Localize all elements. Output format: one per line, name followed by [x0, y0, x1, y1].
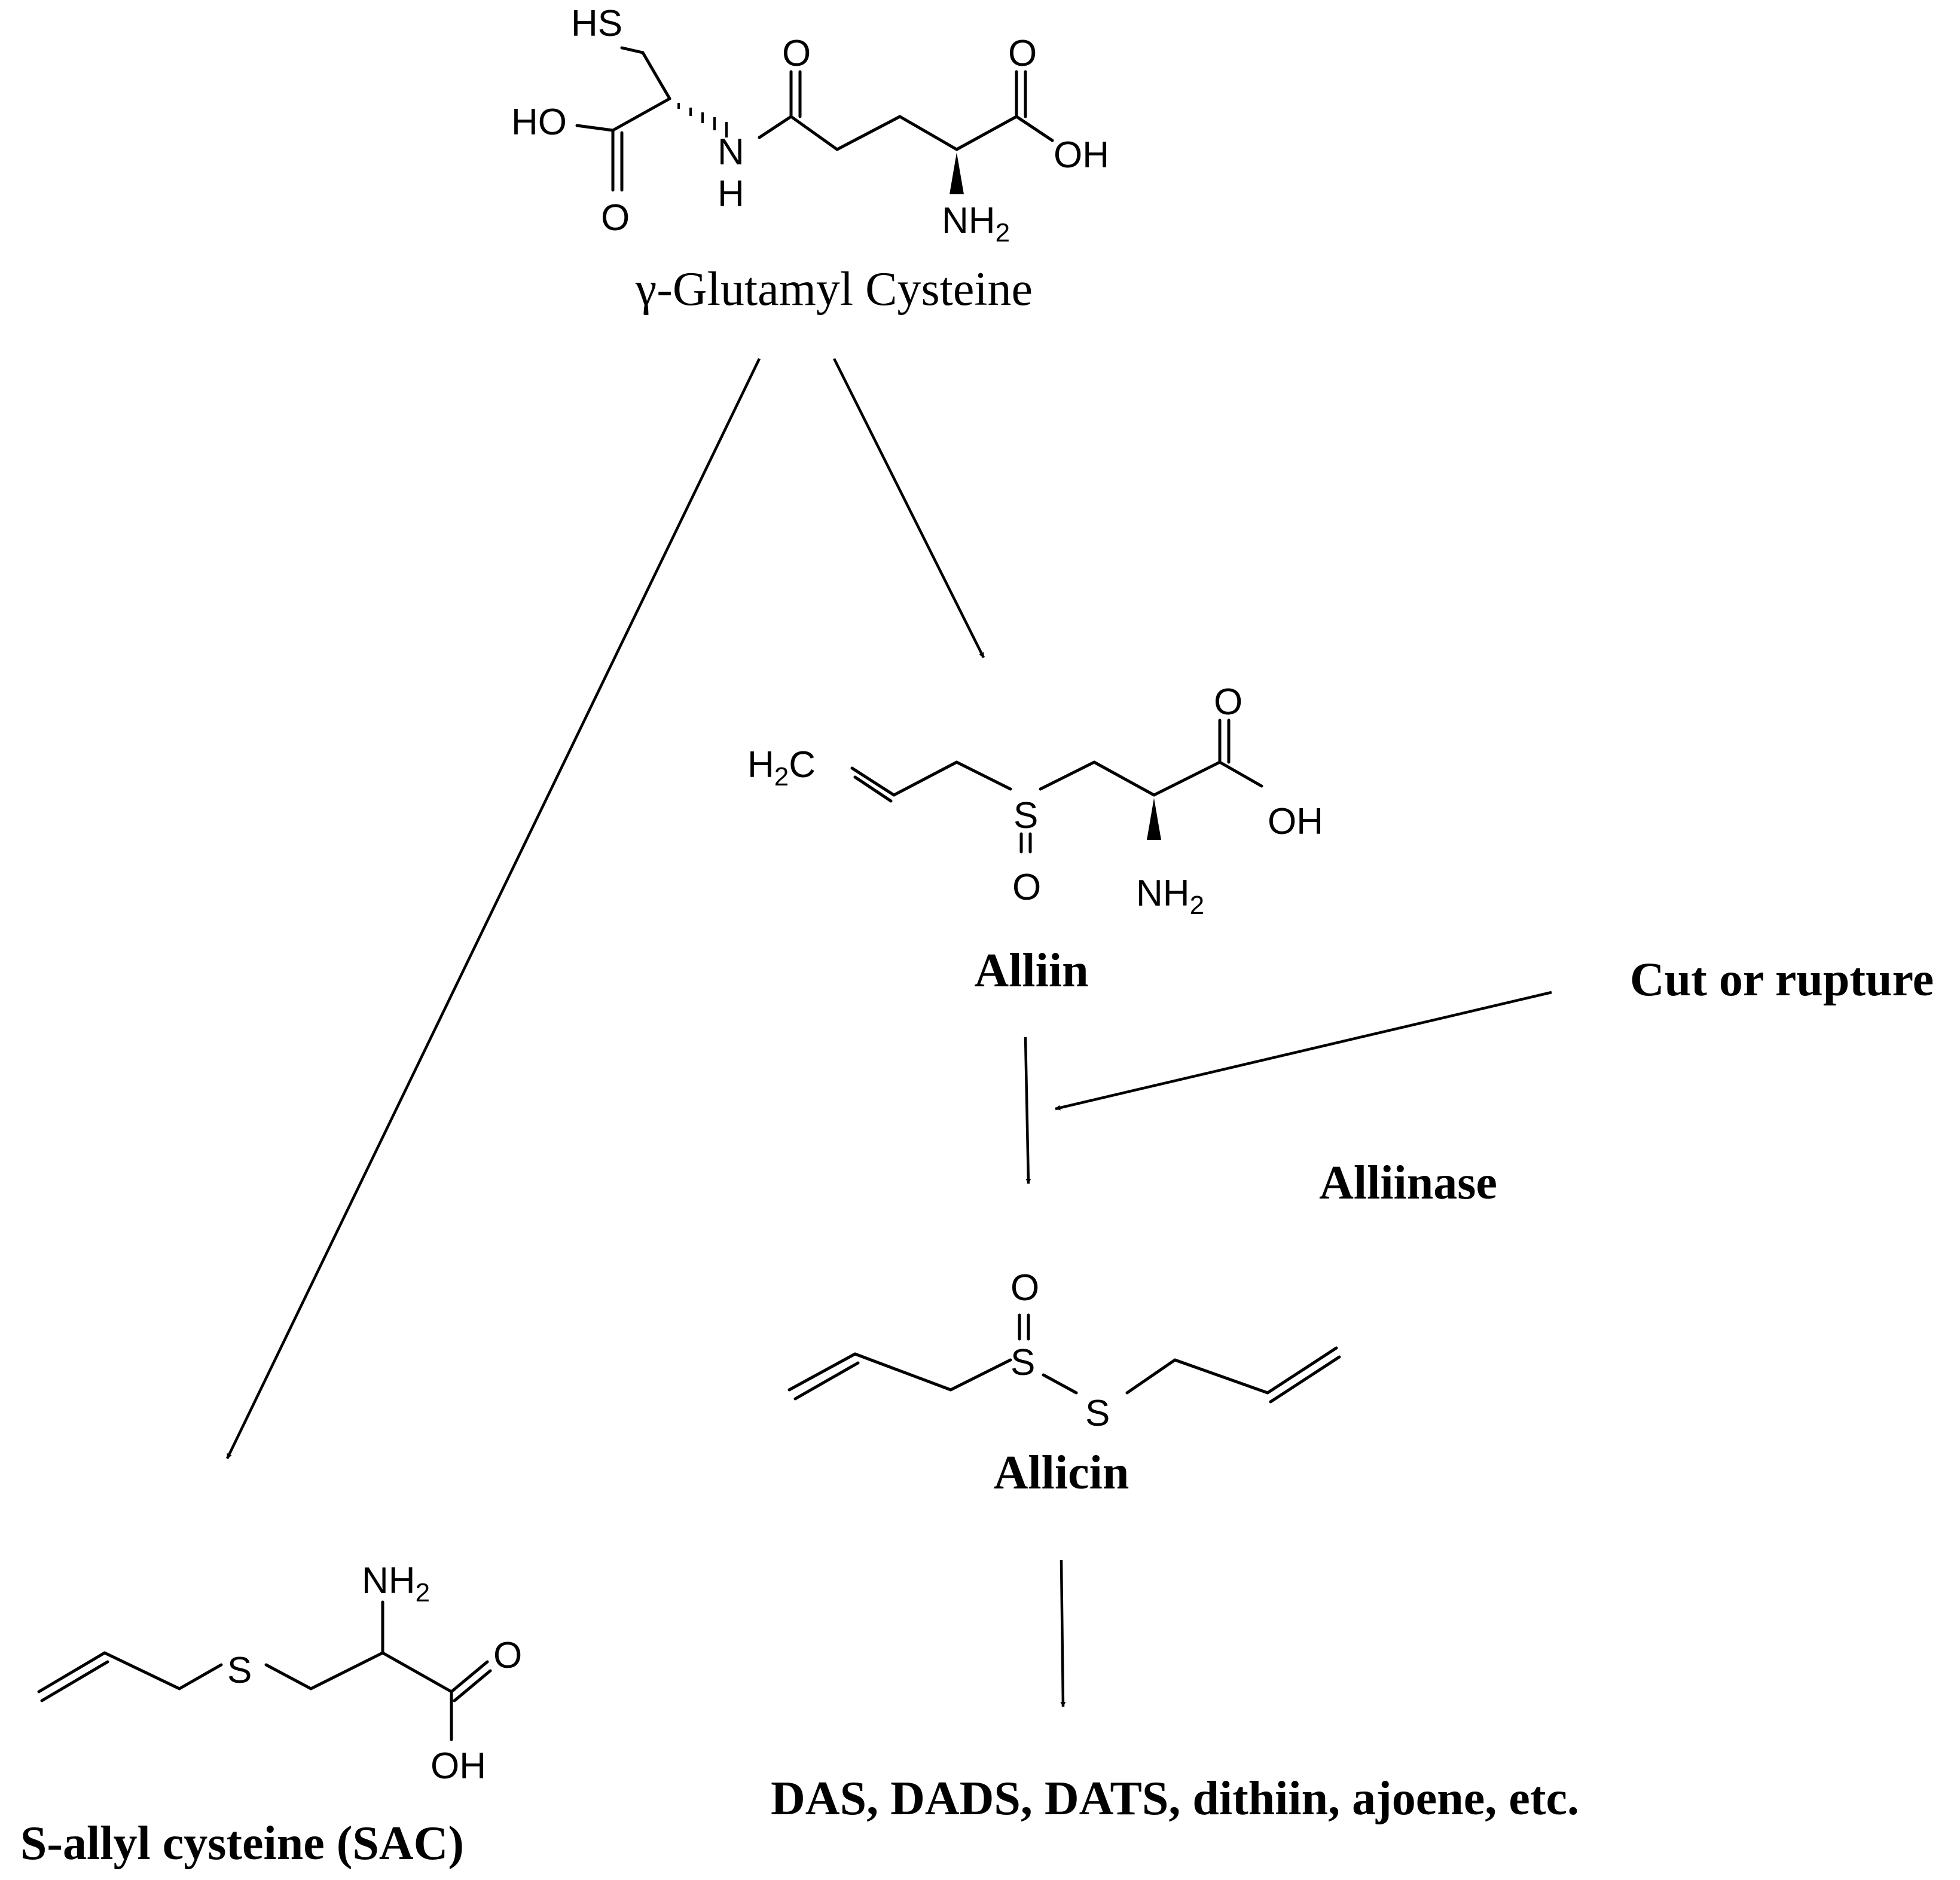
- arrow-allicin-to-products: [1060, 1560, 1066, 1707]
- amide-hydrogen: H: [718, 173, 744, 215]
- thiol-label: HS: [571, 3, 622, 44]
- alliinase-label: Alliinase: [1319, 1157, 1497, 1209]
- arrow-to-alliin: [832, 357, 985, 659]
- sac-structure: NH2 S O OH: [37, 1560, 522, 1787]
- alliin-name: Alliin: [974, 944, 1088, 997]
- sulfoxide-oxygen: O: [1012, 867, 1041, 908]
- sac-amine-label: NH2: [362, 1560, 430, 1607]
- allicin-structure: O S S: [787, 1267, 1341, 1434]
- methylene-label: H2C: [747, 744, 816, 791]
- acid-hydroxyl: OH: [1054, 134, 1109, 176]
- arrow-to-sac: [225, 358, 761, 1459]
- acid-hydroxyl: OH: [1268, 801, 1323, 842]
- cut-or-rupture-label: Cut or rupture: [1630, 953, 1934, 1006]
- sac-name: S-allyl cysteine (SAC): [20, 1817, 464, 1870]
- sac-carbonyl-oxygen: O: [493, 1635, 522, 1676]
- hydroxyl-label-left: HO: [511, 102, 567, 143]
- sulfur-label: S: [1013, 795, 1038, 836]
- amide-carbonyl-oxygen: O: [782, 33, 811, 74]
- arrow-cut-or-rupture: [1055, 991, 1552, 1111]
- amine-label: NH2: [942, 200, 1010, 247]
- carbonyl-oxygen-left: O: [601, 197, 630, 239]
- arrow-alliin-to-allicin: [1024, 1037, 1031, 1184]
- allicin-sulfur-2: S: [1085, 1393, 1110, 1434]
- allicin-oxygen: O: [1010, 1267, 1039, 1309]
- glutamyl-cysteine-name: γ-Glutamyl Cysteine: [635, 263, 1033, 316]
- acid-carbonyl-oxygen: O: [1008, 33, 1037, 74]
- acid-carbonyl-oxygen: O: [1214, 681, 1242, 723]
- glutamyl-cysteine-structure: HS HO O N H O O OH NH2: [511, 3, 1109, 247]
- alliin-structure: H2C S O O OH NH2: [747, 681, 1323, 920]
- amine-label: NH2: [1136, 873, 1204, 920]
- sac-hydroxyl: OH: [431, 1746, 486, 1787]
- allicin-sulfur-1: S: [1010, 1342, 1035, 1383]
- allicin-name: Allicin: [994, 1447, 1129, 1499]
- sac-sulfur: S: [227, 1650, 252, 1691]
- products-label: DAS, DADS, DATS, dithiin, ajoene, etc.: [771, 1772, 1579, 1825]
- amide-nitrogen: N: [718, 132, 744, 173]
